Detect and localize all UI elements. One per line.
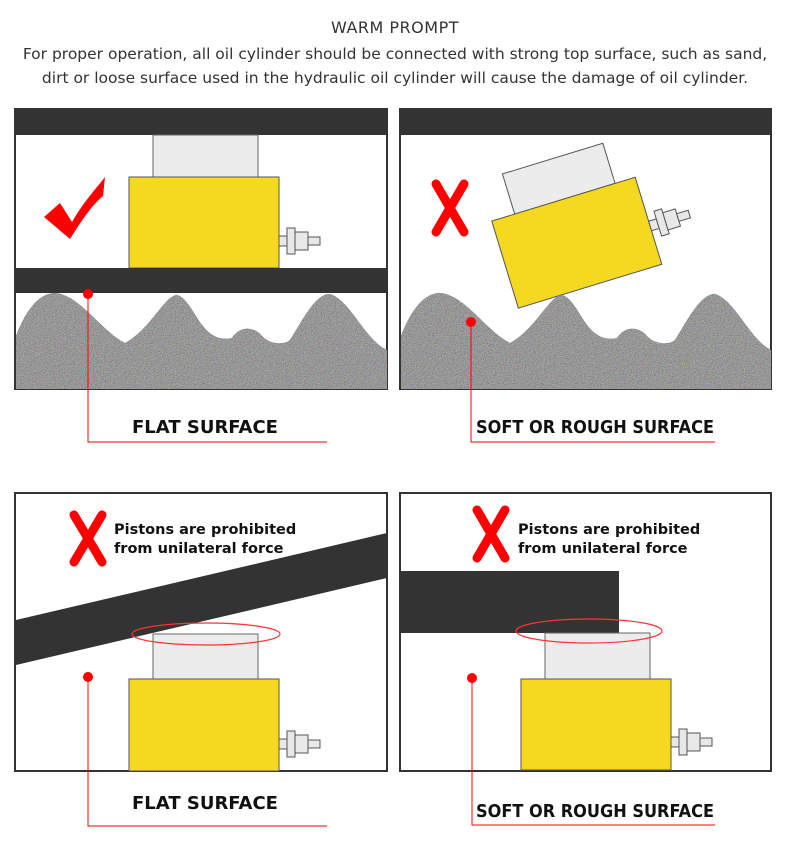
rough-ground xyxy=(16,293,387,389)
panel-label: SOFT OR ROUGH SURFACE xyxy=(476,801,714,822)
base-plate xyxy=(16,268,387,293)
highlight-ellipse xyxy=(131,622,281,646)
cylinder-body xyxy=(520,678,672,771)
panel-label: FLAT SURFACE xyxy=(132,417,278,438)
piston xyxy=(152,134,259,178)
cylinder-body xyxy=(128,678,280,772)
cylinder-body xyxy=(128,176,280,269)
pointer-line xyxy=(471,678,715,826)
panel-unilateral-rough: Pistons are prohibited from unilateral f… xyxy=(399,492,772,826)
x-icon xyxy=(431,179,469,237)
warning-text-line1: Pistons are prohibited xyxy=(518,522,700,538)
warning-text-line1: Pistons are prohibited xyxy=(114,522,296,538)
warning-text-line2: from unilateral force xyxy=(518,541,688,557)
warning-text-line2: from unilateral force xyxy=(114,541,284,557)
panel-label: FLAT SURFACE xyxy=(132,793,278,814)
rough-ground xyxy=(401,293,771,389)
top-plate xyxy=(400,109,771,135)
pointer-line xyxy=(87,294,327,443)
highlight-ellipse xyxy=(515,618,663,644)
top-plate xyxy=(15,109,387,135)
x-icon xyxy=(472,505,510,563)
pointer-line xyxy=(87,677,327,827)
tilted-cylinder xyxy=(491,142,694,309)
page-description: For proper operation, all oil cylinder s… xyxy=(22,45,768,87)
page-title: WARM PROMPT xyxy=(331,18,459,37)
panel-rough-wrong: SOFT OR ROUGH SURFACE xyxy=(399,108,772,443)
panel-label: SOFT OR ROUGH SURFACE xyxy=(476,417,714,438)
panel-flat-correct: FLAT SURFACE xyxy=(14,108,388,443)
piston xyxy=(152,633,259,680)
checkmark-icon xyxy=(44,177,105,239)
pointer-line xyxy=(470,322,715,443)
offset-plate xyxy=(400,571,619,633)
x-icon xyxy=(69,510,107,567)
panel-unilateral-flat: Pistons are prohibited from unilateral f… xyxy=(14,492,388,827)
tilted-plate xyxy=(16,533,387,665)
